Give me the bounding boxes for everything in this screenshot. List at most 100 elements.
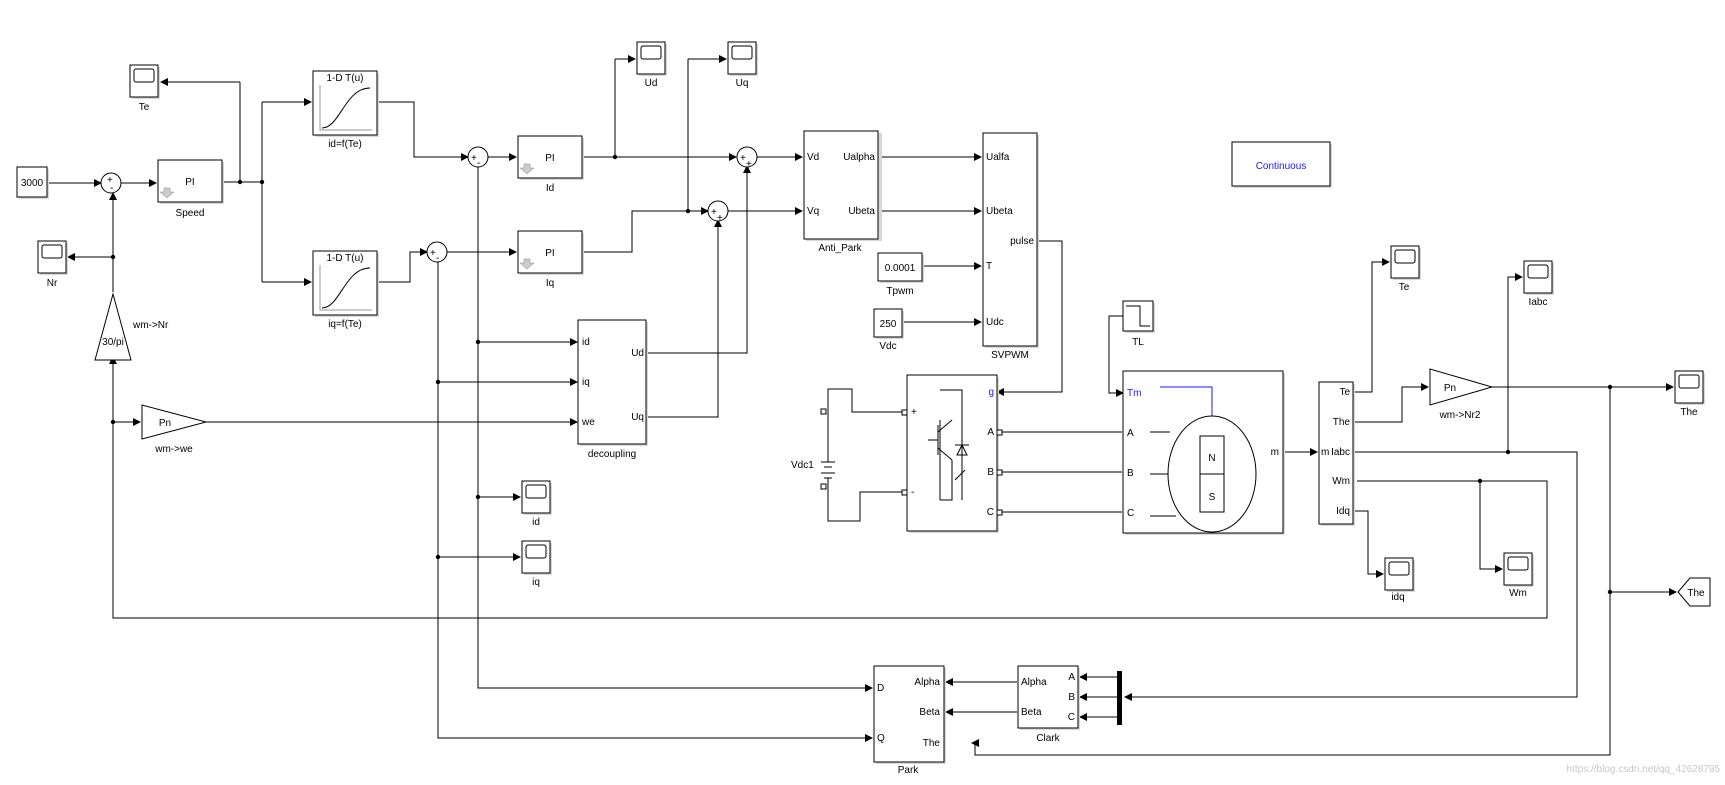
lut-iq-header: 1-D T(u) [326, 253, 363, 264]
goto-the-tag[interactable]: The [1677, 577, 1711, 607]
iq-pi-name: Iq [546, 278, 554, 289]
ud-label: Ud [645, 78, 658, 89]
uq-scope[interactable]: Uq [727, 41, 758, 89]
wm-scope[interactable]: Wm [1503, 552, 1534, 599]
plus-sign: + [717, 213, 723, 224]
demux-port-wm: Wm [1332, 476, 1350, 487]
iq-scope-label: iq [532, 577, 540, 588]
speed-error-sum[interactable]: + - [100, 172, 122, 194]
te-scope-top[interactable]: Te [129, 64, 160, 113]
anti-park-port-ubeta: Ubeta [848, 206, 875, 217]
inverter-bridge[interactable]: + - g A B C [820, 374, 1003, 533]
scope-icon [525, 544, 547, 559]
idq-label: idq [1391, 592, 1404, 603]
inverter-port-a: A [987, 427, 994, 438]
gain-30-pi[interactable]: 30/pi wm->Nr [94, 292, 169, 361]
pmsm-port-a: A [1127, 428, 1134, 439]
svpwm-block[interactable]: Ualfa Ubeta T Udc pulse SVPWM [982, 132, 1039, 361]
gain-30-pi-value: 30/pi [102, 337, 124, 348]
park-block[interactable]: D Q Alpha Beta The Park [873, 665, 946, 776]
saturation-arrow-icon [519, 163, 535, 175]
vdc-value: 250 [880, 319, 897, 330]
lut-curve-icon [321, 87, 371, 129]
park-name: Park [898, 765, 920, 776]
te-scope-right[interactable]: Te [1390, 245, 1421, 293]
demux-bar[interactable] [1117, 671, 1122, 725]
igbt-icon [928, 389, 969, 501]
iq-scope[interactable]: iq [521, 540, 552, 588]
gain-wm-nr2-value: Pn [1444, 383, 1456, 394]
tpwm-value: 0.0001 [885, 263, 916, 274]
port-terminal [820, 408, 827, 415]
signal-wires [47, 55, 1677, 756]
load-torque-step[interactable]: TL [1122, 300, 1155, 348]
scope-icon [640, 45, 662, 60]
pmsm-motor[interactable]: Tm A B C m N S [1122, 370, 1285, 535]
inverter-port-c: C [987, 507, 994, 518]
tpwm-constant[interactable]: 0.0001 Tpwm [877, 252, 924, 297]
scope-icon [133, 68, 155, 83]
ud-scope[interactable]: Ud [636, 41, 667, 89]
gain-wm-we-value: Pn [159, 418, 171, 429]
svpwm-name: SVPWM [991, 350, 1029, 361]
powergui-continuous[interactable]: Continuous [1231, 141, 1332, 188]
clark-name: Clark [1036, 733, 1060, 744]
lookup-table-iq[interactable]: 1-D T(u) iq=f(Te) [312, 250, 379, 330]
id-scope[interactable]: id [521, 480, 552, 528]
clark-port-alpha: Alpha [1021, 677, 1047, 688]
the-scope[interactable]: The [1674, 370, 1705, 418]
id-pi-label: PI [545, 153, 554, 164]
pmsm-port-b: B [1127, 468, 1134, 479]
iq-pi-controller[interactable]: PI Iq [517, 230, 584, 289]
svpwm-port-pulse: pulse [1010, 236, 1034, 247]
pmsm-port-m: m [1271, 447, 1279, 458]
bus-selector[interactable]: m Te The Iabc Wm Idq [1318, 381, 1355, 526]
step-icon [1126, 305, 1150, 327]
stator-leads-icon [1150, 431, 1176, 517]
decoupling-block[interactable]: id iq we Ud Uq decoupling [577, 319, 648, 460]
vdc-constant[interactable]: 250 Vdc [873, 308, 904, 352]
clark-block[interactable]: Alpha Beta A B C Clark [1017, 665, 1080, 744]
ud-sum[interactable]: + + [736, 146, 758, 170]
park-port-q: Q [877, 733, 885, 744]
port-terminal [996, 469, 1003, 476]
scope-icon [525, 484, 547, 499]
lut-iq-name: iq=f(Te) [328, 319, 362, 330]
idq-scope[interactable]: idq [1384, 557, 1415, 603]
vdc-name: Vdc [879, 341, 896, 352]
iabc-scope[interactable]: Iabc [1523, 260, 1554, 308]
plus-sign: + [740, 153, 746, 164]
goto-the-label: The [1687, 588, 1705, 599]
id-error-sum[interactable]: + - [467, 146, 489, 169]
inverter-port-g: g [988, 387, 994, 398]
gain-wm-nr2-name: wm->Nr2 [1439, 410, 1481, 421]
plus-sign: + [711, 207, 717, 218]
lut-axes-icon [319, 85, 372, 131]
lookup-table-id[interactable]: 1-D T(u) id=f(Te) [312, 70, 379, 150]
plus-sign: + [430, 248, 436, 259]
dc-source-vdc1[interactable]: Vdc1 [791, 452, 835, 488]
gain-wm-we[interactable]: Pn wm->we [141, 404, 208, 455]
id-pi-controller[interactable]: PI Id [517, 135, 584, 194]
watermark: https://blog.csdn.net/qq_42628795 [1567, 764, 1721, 775]
powergui-label: Continuous [1256, 161, 1307, 172]
te-top-label: Te [139, 102, 150, 113]
minus-sign: - [477, 158, 480, 169]
speed-pi-controller[interactable]: PI Speed [157, 159, 224, 219]
gain-wm-nr2[interactable]: Pn wm->Nr2 [1429, 368, 1494, 421]
park-port-the: The [923, 738, 941, 749]
inverter-port-plus: + [911, 407, 917, 418]
gain-wm-we-name: wm->we [154, 444, 193, 455]
wire-junctions [110, 154, 1613, 595]
nr-scope[interactable]: Nr [37, 240, 68, 289]
iq-error-sum[interactable]: + - [426, 241, 448, 264]
speed-reference-value: 3000 [21, 178, 44, 189]
uq-sum[interactable]: + + [707, 200, 729, 224]
magnet-north: N [1208, 453, 1215, 464]
battery-icon [821, 452, 835, 488]
demux-port-iabc: Iabc [1331, 447, 1350, 458]
speed-reference-constant[interactable]: 3000 [16, 166, 49, 199]
te-right-label: Te [1399, 282, 1410, 293]
plus-sign: + [107, 175, 113, 186]
anti-park-block[interactable]: Vd Vq Ualpha Ubeta Anti_Park [803, 130, 882, 254]
